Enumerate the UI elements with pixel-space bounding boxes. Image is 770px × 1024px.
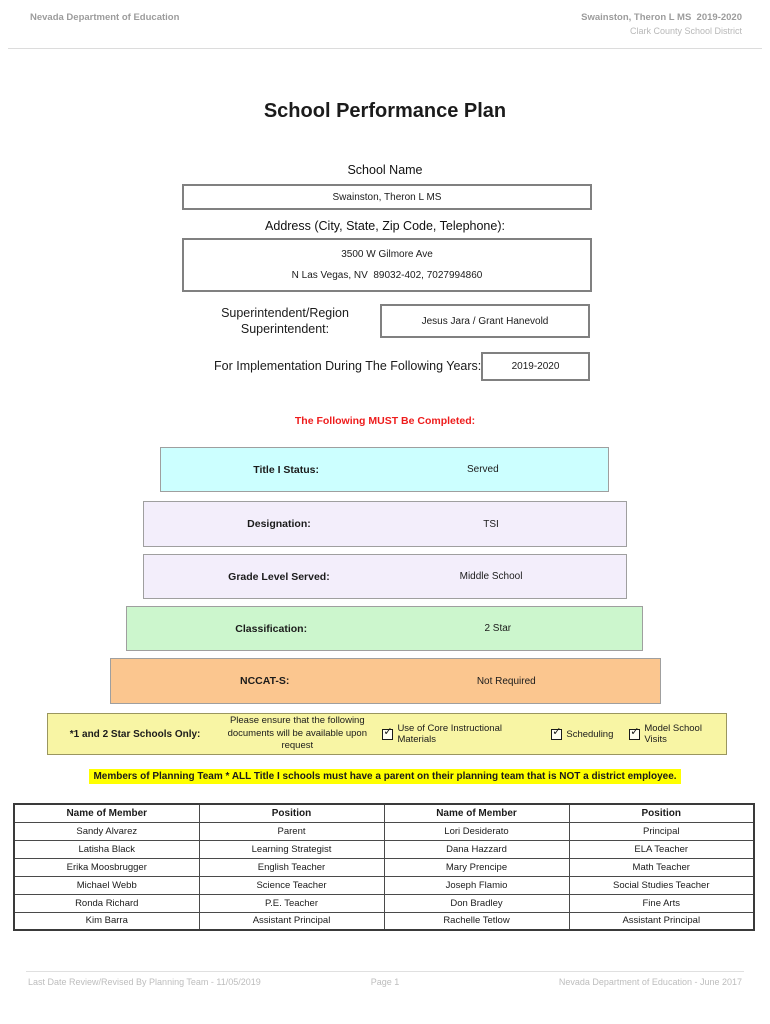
- member-name: Don Bradley: [383, 893, 570, 913]
- superintendent-field[interactable]: Jesus Jara / Grant Hanevold: [380, 304, 590, 338]
- column-header: Position: [568, 803, 755, 823]
- star-schools-label: *1 and 2 Star Schools Only:: [69, 728, 201, 740]
- member-name: Rachelle Tetlow: [383, 911, 570, 931]
- member-name: Kim Barra: [13, 911, 200, 931]
- address-field[interactable]: 3500 W Gilmore Ave N Las Vegas, NV 89032…: [182, 238, 592, 292]
- footer-source: Nevada Department of Education - June 20…: [558, 977, 742, 987]
- member-position: Math Teacher: [568, 857, 755, 877]
- member-name: Michael Webb: [13, 875, 200, 895]
- checkbox-checked-icon[interactable]: ✓: [629, 726, 641, 740]
- page-title: School Performance Plan: [263, 100, 507, 122]
- checkbox-scheduling[interactable]: ✓ Scheduling: [551, 726, 614, 740]
- table-header-row: Name of Member Position Name of Member P…: [13, 803, 755, 823]
- status-bar-label: Designation:: [247, 518, 311, 530]
- member-name: Ronda Richard: [13, 893, 200, 913]
- column-header: Position: [198, 803, 385, 823]
- status-bar-value: TSI: [483, 518, 499, 530]
- status-bar-label: Grade Level Served:: [228, 570, 330, 583]
- header-left-text: Nevada Department of Education: [30, 12, 180, 23]
- status-bar-label: NCCAT-S:: [240, 675, 290, 687]
- footer-page-number: Page 1: [370, 977, 400, 987]
- member-position: Assistant Principal: [568, 911, 755, 931]
- member-position: Learning Strategist: [198, 839, 385, 859]
- header-school-year: Swainston, Theron L MS 2019-2020: [581, 12, 742, 23]
- school-name-label: School Name: [347, 163, 423, 177]
- member-position: P.E. Teacher: [198, 893, 385, 913]
- table-row: Kim Barra Assistant Principal Rachelle T…: [13, 911, 755, 931]
- member-position: Social Studies Teacher: [568, 875, 755, 895]
- member-position: ELA Teacher: [568, 839, 755, 859]
- checkbox-label: Model School Visits: [644, 723, 702, 745]
- member-position: Assistant Principal: [198, 911, 385, 931]
- header-divider: [8, 48, 762, 49]
- table-row: Latisha Black Learning Strategist Dana H…: [13, 839, 755, 859]
- address-line1: 3500 W Gilmore Ave: [341, 249, 433, 261]
- status-bar-label: Title I Status:: [253, 463, 320, 476]
- implementation-years-value: 2019-2020: [511, 361, 560, 372]
- member-name: Sandy Alvarez: [13, 821, 200, 841]
- must-complete-notice: The Following MUST Be Completed:: [294, 415, 476, 427]
- footer-revision-date: Last Date Review/Revised By Planning Tea…: [28, 977, 261, 987]
- status-bar-value: Not Required: [476, 675, 536, 687]
- member-position: Parent: [198, 821, 385, 841]
- header-district: Clark County School District: [629, 26, 742, 36]
- planning-team-table: Name of Member Position Name of Member P…: [13, 803, 755, 931]
- school-name-value: Swainston, Theron L MS: [332, 191, 442, 203]
- member-position: Principal: [568, 821, 755, 841]
- column-header: Name of Member: [13, 803, 200, 823]
- table-row: Ronda Richard P.E. Teacher Don Bradley F…: [13, 893, 755, 913]
- status-bar-value: Middle School: [459, 571, 523, 582]
- status-bar-value: 2 Star: [484, 623, 512, 634]
- status-bar-classification: Classification: 2 Star: [126, 606, 643, 651]
- table-row: Erika Moosbrugger English Teacher Mary P…: [13, 857, 755, 877]
- star-schools-note: Please ensure that the following documen…: [227, 715, 367, 752]
- planning-team-note-highlight: Members of Planning Team * ALL Title I s…: [89, 769, 681, 784]
- column-header: Name of Member: [383, 803, 570, 823]
- checkbox-checked-icon[interactable]: ✓: [382, 726, 394, 740]
- status-bar-grade-level: Grade Level Served: Middle School: [143, 554, 627, 599]
- status-bar-designation: Designation: TSI: [143, 501, 627, 547]
- implementation-years-field[interactable]: 2019-2020: [481, 352, 590, 381]
- status-bar-title-i: Title I Status: Served: [160, 447, 609, 492]
- footer-divider: [26, 971, 744, 972]
- star-schools-band: *1 and 2 Star Schools Only: Please ensur…: [47, 713, 727, 755]
- school-name-field[interactable]: Swainston, Theron L MS: [182, 184, 592, 210]
- table-row: Michael Webb Science Teacher Joseph Flam…: [13, 875, 755, 895]
- header-right-block: Swainston, Theron L MS 2019-2020 Clark C…: [581, 12, 742, 36]
- status-bar-value: Served: [466, 464, 499, 475]
- member-name: Mary Prencipe: [383, 857, 570, 877]
- status-bar-nccat-s: NCCAT-S: Not Required: [110, 658, 661, 704]
- superintendent-label: Superintendent/Region Superintendent:: [221, 306, 349, 337]
- implementation-years-label: For Implementation During The Following …: [214, 359, 482, 373]
- address-label: Address (City, State, Zip Code, Telephon…: [265, 219, 505, 233]
- planning-team-note: Members of Planning Team * ALL Title I s…: [0, 766, 770, 784]
- status-bar-label: Classification:: [235, 622, 308, 635]
- checkbox-use-of-core-instructional-materials[interactable]: ✓ Use of Core Instructional Materials: [382, 723, 541, 745]
- address-line2: N Las Vegas, NV 89032-402, 7027994860: [291, 269, 483, 281]
- member-name: Latisha Black: [13, 839, 200, 859]
- checkbox-label: Scheduling: [566, 728, 614, 740]
- member-name: Erika Moosbrugger: [13, 857, 200, 877]
- table-row: Sandy Alvarez Parent Lori Desiderato Pri…: [13, 821, 755, 841]
- member-name: Dana Hazzard: [383, 839, 570, 859]
- member-position: Fine Arts: [568, 893, 755, 913]
- checkbox-checked-icon[interactable]: ✓: [551, 726, 563, 740]
- checkbox-label: Use of Core Instructional Materials: [397, 723, 502, 745]
- checkbox-model-school-visits[interactable]: ✓ Model School Visits: [629, 723, 726, 745]
- member-name: Joseph Flamio: [383, 875, 570, 895]
- member-name: Lori Desiderato: [383, 821, 570, 841]
- member-position: English Teacher: [198, 857, 385, 877]
- member-position: Science Teacher: [198, 875, 385, 895]
- superintendent-value: Jesus Jara / Grant Hanevold: [421, 315, 549, 327]
